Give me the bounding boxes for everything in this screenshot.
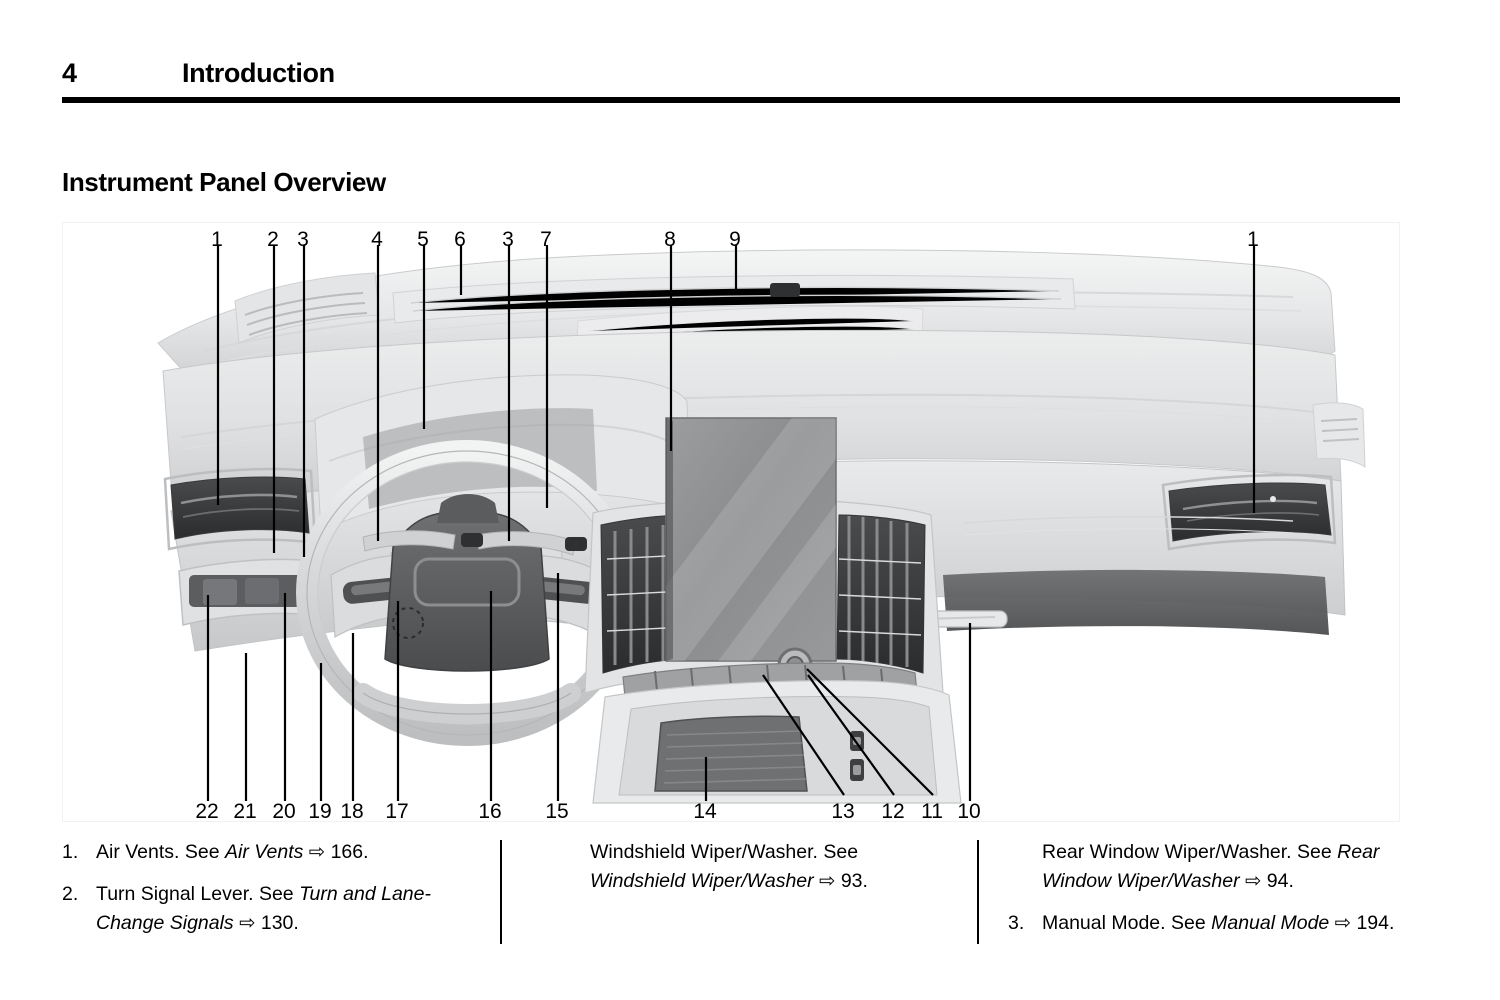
caption-plain-text: Turn Signal Lever. See bbox=[96, 882, 300, 905]
figure-callout-14-8: 14 bbox=[693, 800, 717, 823]
caption-column-1: 1. Air Vents. See Air Vents ⇨ 166. 2. Turn … bbox=[62, 838, 482, 951]
figure-callout-21-1: 21 bbox=[233, 800, 257, 823]
caption-cross-reference: Rear bbox=[1337, 841, 1380, 863]
caption-cross-reference: Window Wiper/Washer bbox=[1042, 869, 1240, 892]
leader-lines-bottom bbox=[206, 573, 708, 801]
figure-artwork bbox=[63, 223, 1399, 821]
caption-cross-reference: Manual Mode bbox=[1211, 911, 1330, 934]
caption-cross-reference: Change Signals bbox=[96, 911, 234, 934]
caption-column-2: Windshield Wiper/Washer. See Windshield … bbox=[556, 838, 956, 909]
caption-item-number: 1. bbox=[62, 841, 79, 863]
turn-signal-lever bbox=[362, 530, 456, 552]
caption-plain-text: Windshield Wiper/Washer. See bbox=[590, 841, 859, 863]
figure-callout-22-0: 22 bbox=[195, 800, 219, 823]
figure-callout-16-6: 16 bbox=[478, 800, 502, 823]
caption-item: Rear Window Wiper/Washer. See Rear Windo… bbox=[1008, 838, 1400, 896]
page-reference-arrow-icon: ⇨ bbox=[1329, 911, 1352, 934]
leader-lines-top bbox=[216, 245, 1256, 557]
figure-callout-19-3: 19 bbox=[308, 800, 332, 823]
caption-cross-reference: Air Vents bbox=[225, 841, 304, 863]
figure-callout-3-6: 3 bbox=[502, 228, 514, 251]
caption-cross-reference: Wiper/Washer bbox=[690, 869, 814, 892]
caption-item: 2. Turn Signal Lever. See Turn and Lane- … bbox=[62, 880, 482, 938]
figure-callout-18-4: 18 bbox=[340, 800, 364, 823]
figure-callout-9-9: 9 bbox=[729, 228, 741, 251]
caption-plain-text: Air Vents. See bbox=[96, 841, 225, 863]
figure-callout-20-2: 20 bbox=[272, 800, 296, 823]
figure-callout-11-11: 11 bbox=[921, 800, 943, 823]
caption-item-number: 3. bbox=[1008, 911, 1025, 934]
caption-cross-reference: Turn and Lane- bbox=[299, 882, 431, 905]
figure-callout-1-10: 1 bbox=[1247, 228, 1259, 251]
caption-item-text: Air Vents. See Air Vents ⇨ 166. bbox=[96, 838, 482, 867]
dashboard-illustration bbox=[157, 245, 1366, 804]
caption-divider-2 bbox=[977, 840, 979, 944]
caption-item: Windshield Wiper/Washer. See Windshield … bbox=[556, 838, 956, 896]
caption-item-text: Manual Mode. See Manual Mode ⇨ 194. bbox=[1042, 909, 1400, 938]
page-reference-number: 94. bbox=[1261, 869, 1294, 892]
instrument-panel-figure bbox=[62, 222, 1400, 822]
driver-air-vent bbox=[170, 476, 310, 540]
section-heading: Instrument Panel Overview bbox=[62, 167, 386, 197]
caption-item-text: Windshield Wiper/Washer. See Windshield … bbox=[590, 838, 956, 896]
caption-item: 1. Air Vents. See Air Vents ⇨ 166. bbox=[62, 838, 482, 867]
chapter-title: Introduction bbox=[182, 58, 335, 88]
figure-callout-3-2: 3 bbox=[297, 228, 309, 251]
figure-callout-5-4: 5 bbox=[417, 228, 429, 251]
caption-item: 3. Manual Mode. See Manual Mode ⇨ 194. bbox=[1008, 909, 1400, 938]
caption-plain-text: Manual Mode. See bbox=[1042, 911, 1212, 934]
figure-callout-7-7: 7 bbox=[540, 228, 552, 251]
header-rule bbox=[62, 97, 1400, 103]
steering-wheel bbox=[296, 440, 638, 746]
page-reference-arrow-icon: ⇨ bbox=[1239, 869, 1262, 892]
caption-plain-text: Rear Window Wiper/Washer. See bbox=[1042, 841, 1338, 863]
figure-callout-8-8: 8 bbox=[664, 228, 676, 251]
horn-marker bbox=[392, 607, 424, 639]
page-reference-number: 130. bbox=[255, 911, 299, 934]
caption-item-text: Turn Signal Lever. See Turn and Lane- Ch… bbox=[96, 880, 482, 938]
figure-callout-4-3: 4 bbox=[371, 228, 383, 251]
figure-callout-10-12: 10 bbox=[957, 800, 981, 823]
page-reference-number: 166. bbox=[325, 841, 369, 863]
figure-callout-15-7: 15 bbox=[545, 800, 569, 823]
caption-item-text: Rear Window Wiper/Washer. See Rear Windo… bbox=[1042, 838, 1400, 896]
page-reference-arrow-icon: ⇨ bbox=[813, 869, 836, 892]
page-reference-arrow-icon: ⇨ bbox=[303, 841, 326, 863]
figure-callout-13-9: 13 bbox=[831, 800, 855, 823]
caption-cross-reference: Windshield bbox=[590, 869, 686, 892]
figure-callout-2-1: 2 bbox=[267, 228, 279, 251]
figure-callout-6-5: 6 bbox=[454, 228, 466, 251]
page-number: 4 bbox=[62, 58, 77, 88]
caption-divider-1 bbox=[500, 840, 502, 944]
leader-lines-diagonal bbox=[762, 623, 972, 801]
infotainment-display bbox=[665, 417, 837, 662]
figure-callout-17-5: 17 bbox=[385, 800, 409, 823]
passenger-air-vent bbox=[1168, 482, 1332, 542]
caption-column-3: Rear Window Wiper/Washer. See Rear Windo… bbox=[1008, 838, 1400, 951]
figure-callout-12-10: 12 bbox=[881, 800, 905, 823]
page-reference-number: 194. bbox=[1351, 911, 1395, 934]
caption-item-number: 2. bbox=[62, 882, 79, 905]
page-reference-arrow-icon: ⇨ bbox=[233, 911, 256, 934]
figure-callout-1-0: 1 bbox=[211, 228, 223, 251]
page-reference-number: 93. bbox=[835, 869, 868, 892]
top-dash-sensor bbox=[770, 283, 800, 297]
